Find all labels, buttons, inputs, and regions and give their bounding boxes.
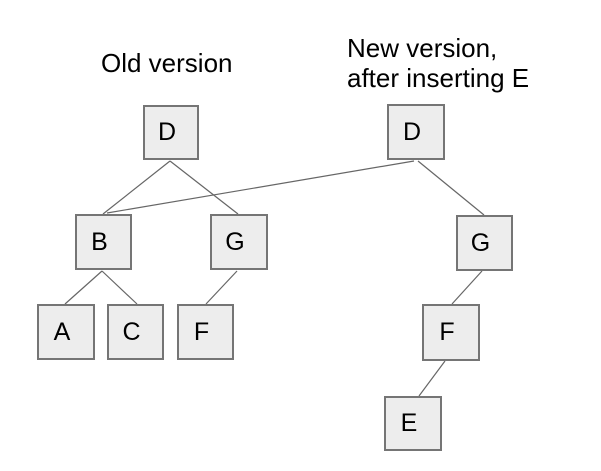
edge-new-f-to-new-e: [418, 360, 446, 397]
node-label: F: [193, 317, 210, 346]
old-tree-node-g: G: [210, 214, 268, 270]
edge-old-d-to-old-g: [169, 160, 239, 215]
new-tree-node-e: E: [384, 396, 442, 451]
edge-old-d-to-old-b: [102, 160, 171, 215]
node-label: D: [402, 117, 422, 146]
edge-old-b-to-old-c: [101, 270, 138, 305]
edge-old-b-to-old-a: [64, 270, 103, 305]
node-label: G: [225, 227, 245, 256]
old-tree-node-b: B: [75, 214, 132, 270]
old-tree-node-c: C: [107, 304, 164, 360]
old-tree-title: Old version: [101, 48, 233, 78]
edge-new-g-to-new-f: [451, 270, 483, 305]
node-label: D: [157, 118, 177, 146]
node-label: F: [439, 318, 455, 346]
edge-new-d-to-new-g: [417, 160, 485, 216]
old-tree-node-a: A: [37, 304, 95, 360]
node-label: G: [470, 228, 491, 257]
edge-new-d-to-old-b: [106, 160, 415, 214]
new-tree-title: New version, after inserting E: [347, 33, 529, 93]
node-label: B: [91, 227, 108, 256]
node-label: A: [53, 317, 71, 346]
old-tree-node-d: D: [143, 105, 199, 160]
new-tree-node-f: F: [422, 304, 480, 361]
node-label: C: [122, 317, 141, 346]
old-tree-node-f: F: [177, 304, 234, 360]
edge-old-g-to-old-f: [205, 270, 238, 305]
new-tree-node-g: G: [456, 215, 513, 271]
node-label: E: [400, 409, 418, 437]
new-tree-title-line-1: New version,: [347, 33, 498, 63]
new-tree-node-d: D: [387, 104, 445, 160]
new-tree-title-line-2: after inserting E: [347, 63, 530, 93]
